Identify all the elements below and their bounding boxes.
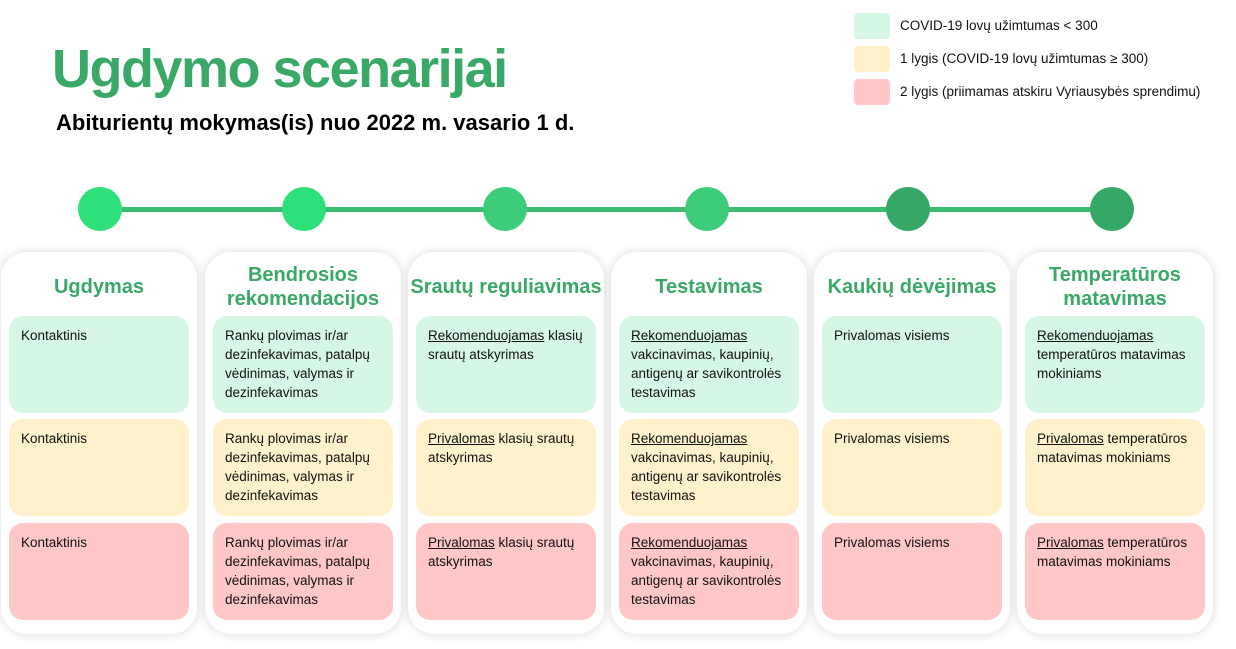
- column-title: Temperatūros matavimas: [1049, 264, 1181, 310]
- cell-emphasis: Privalomas: [1037, 431, 1104, 446]
- legend-label: COVID-19 lovų užimtumas < 300: [900, 18, 1098, 33]
- cell-text: Kontaktinis: [21, 328, 88, 343]
- scenario-cell: Kontaktinis: [9, 419, 189, 516]
- timeline-dot: [282, 187, 326, 231]
- cell-text: klasių srautų atskyrimas: [428, 535, 575, 569]
- legend: COVID-19 lovų užimtumas < 300 1 lygis (C…: [854, 9, 1200, 108]
- legend-swatch: [854, 78, 890, 105]
- cell-text: Rankų plovimas ir/ar dezinfekavimas, pat…: [225, 535, 370, 607]
- cell-text: Kontaktinis: [21, 431, 88, 446]
- cell-emphasis: Rekomenduojamas: [428, 328, 545, 343]
- cell-text: temperatūros matavimas mokiniams: [1037, 347, 1186, 381]
- scenario-cell: Privalomas klasių srautų atskyrimas: [416, 523, 596, 620]
- timeline-line: [100, 207, 1112, 212]
- cell-emphasis: Rekomenduojamas: [631, 535, 748, 550]
- legend-swatch: [854, 12, 890, 39]
- cell-emphasis: Privalomas: [428, 431, 495, 446]
- scenario-cell: Kontaktinis: [9, 316, 189, 413]
- timeline-dot: [483, 187, 527, 231]
- page-title: Ugdymo scenarijai: [52, 39, 508, 99]
- scenario-cell: Kontaktinis: [9, 523, 189, 620]
- page-subtitle: Abiturientų mokymas(is) nuo 2022 m. vasa…: [56, 110, 575, 135]
- cell-text: temperatūros matavimas mokiniams: [1037, 431, 1188, 465]
- cell-text: Privalomas visiems: [834, 535, 950, 550]
- legend-label: 2 lygis (priimamas atskiru Vyriausybės s…: [900, 84, 1201, 99]
- cell-emphasis: Rekomenduojamas: [631, 328, 748, 343]
- scenario-cell: Privalomas visiems: [822, 523, 1002, 620]
- scenario-cell: Rekomenduojamas temperatūros matavimas m…: [1025, 316, 1205, 413]
- cell-text: klasių srautų atskyrimas: [428, 431, 575, 465]
- cell-emphasis: Rekomenduojamas: [1037, 328, 1154, 343]
- scenario-cell: Rekomenduojamas vakcinavimas, kaupinių, …: [619, 523, 799, 620]
- timeline-dot: [78, 187, 122, 231]
- scenario-cell: Rekomenduojamas vakcinavimas, kaupinių, …: [619, 316, 799, 413]
- scenario-cell: Privalomas temperatūros matavimas mokini…: [1025, 419, 1205, 516]
- cell-text: Privalomas visiems: [834, 431, 950, 446]
- cell-emphasis: Privalomas: [428, 535, 495, 550]
- column-title: Kaukių dėvėjimas: [827, 276, 997, 298]
- scenario-cell: Rankų plovimas ir/ar dezinfekavimas, pat…: [213, 523, 393, 620]
- timeline-dot: [1090, 187, 1134, 231]
- cell-text: Kontaktinis: [21, 535, 88, 550]
- scenario-cell: Rankų plovimas ir/ar dezinfekavimas, pat…: [213, 419, 393, 516]
- cell-text: temperatūros matavimas mokiniams: [1037, 535, 1188, 569]
- cell-text: vakcinavimas, kaupinių, antigenų ar savi…: [631, 450, 782, 503]
- scenario-cell: Rekomenduojamas klasių srautų atskyrimas: [416, 316, 596, 413]
- column-title: Bendrosios rekomendacijos: [226, 264, 380, 310]
- cell-text: Rankų plovimas ir/ar dezinfekavimas, pat…: [225, 431, 370, 503]
- legend-item-yellow: 1 lygis (COVID-19 lovų užimtumas ≥ 300): [854, 42, 1200, 75]
- scenario-cell: Rankų plovimas ir/ar dezinfekavimas, pat…: [213, 316, 393, 413]
- timeline-dot: [886, 187, 930, 231]
- scenario-cell: Privalomas temperatūros matavimas mokini…: [1025, 523, 1205, 620]
- cell-emphasis: Rekomenduojamas: [631, 431, 748, 446]
- scenario-cell: Rekomenduojamas vakcinavimas, kaupinių, …: [619, 419, 799, 516]
- cell-text: vakcinavimas, kaupinių, antigenų ar savi…: [631, 554, 782, 607]
- column-title: Ugdymas: [53, 276, 145, 298]
- legend-label: 1 lygis (COVID-19 lovų užimtumas ≥ 300): [900, 51, 1149, 66]
- column-title: Srautų reguliavimas: [410, 276, 602, 298]
- scenario-cell: Privalomas visiems: [822, 316, 1002, 413]
- scenario-cell: Privalomas visiems: [822, 419, 1002, 516]
- legend-swatch: [854, 45, 890, 72]
- timeline-dot: [685, 187, 729, 231]
- cell-text: Privalomas visiems: [834, 328, 950, 343]
- cell-emphasis: Privalomas: [1037, 535, 1104, 550]
- scenario-cell: Privalomas klasių srautų atskyrimas: [416, 419, 596, 516]
- column-title: Testavimas: [655, 276, 763, 298]
- cell-text: Rankų plovimas ir/ar dezinfekavimas, pat…: [225, 328, 370, 400]
- legend-item-red: 2 lygis (priimamas atskiru Vyriausybės s…: [854, 75, 1200, 108]
- cell-text: vakcinavimas, kaupinių, antigenų ar savi…: [631, 347, 782, 400]
- cell-text: klasių srautų atskyrimas: [428, 328, 583, 362]
- legend-item-green: COVID-19 lovų užimtumas < 300: [854, 9, 1200, 42]
